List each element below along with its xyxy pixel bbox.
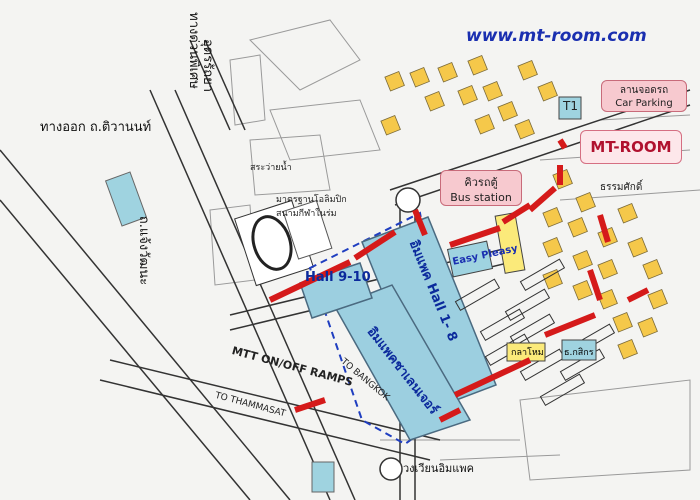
t1-label: T1 xyxy=(563,99,578,113)
bottom-left-marker xyxy=(311,461,335,493)
zone-label-2: กลาโหม xyxy=(511,348,544,358)
landmark-3: สนามกีฬาในร่ม xyxy=(276,209,337,219)
bus-station-en: Bus station xyxy=(450,190,512,204)
roundabout-label: วงเวียนอิมแพค xyxy=(403,462,475,475)
roundabout-north xyxy=(395,187,421,213)
zone-label-3: ธ.กสิกร xyxy=(564,348,594,358)
right-area-label: ธรรมศักดิ์ xyxy=(600,182,643,193)
hotel-blocks xyxy=(380,54,668,360)
bus-station-box: คิวรถตู้ Bus station xyxy=(440,170,522,206)
road-north-label-2: อุดรรัถยา xyxy=(200,38,216,93)
roundabout-south xyxy=(379,457,403,481)
zone-rectangle-3 xyxy=(561,339,597,361)
hall-blocks xyxy=(299,216,497,441)
lake-marker xyxy=(104,171,148,227)
landmark-2: มาตรฐานโอลิมปิก xyxy=(276,195,347,205)
parking-thai: ลานจอดรถ xyxy=(619,85,669,96)
route-arrows xyxy=(268,138,650,423)
parking-en: Car Parking xyxy=(615,98,673,109)
mt-room-label: MT-ROOM xyxy=(580,130,682,164)
road-exit-label: ทางออก ถ.ติวานนท์ xyxy=(40,120,152,135)
highway-lines xyxy=(0,39,691,500)
easy-pleasy-box xyxy=(446,240,494,278)
impact-boundary xyxy=(308,211,454,446)
bus-station-thai: คิวรถตู้ xyxy=(464,175,498,189)
hall-9-10-label: Hall 9-10 xyxy=(305,270,371,285)
parking-label: ลานจอดรถ Car Parking xyxy=(601,80,687,112)
parking-rows xyxy=(454,258,616,407)
landmark-1: สระว่ายน้ำ xyxy=(250,163,292,173)
road-left-label: ถ.แจ้งวัฒนะ xyxy=(136,215,152,286)
zone-rectangle-1 xyxy=(494,212,526,274)
website-url: www.mt-room.com xyxy=(466,26,647,46)
stadium xyxy=(234,199,333,287)
t1-box xyxy=(558,96,582,120)
